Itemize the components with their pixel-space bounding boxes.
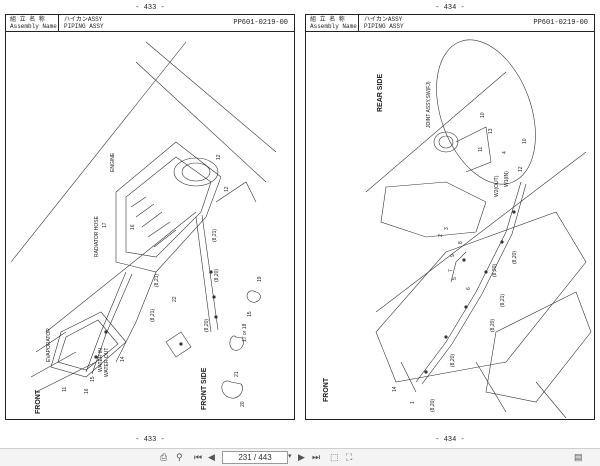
drawing-code: PP601-0219-00 [533, 19, 588, 27]
label-rear-side: REAR SIDE [377, 74, 384, 112]
callout-joint-assy: JOINT ASSY,SW(FJ) [426, 81, 432, 128]
zoom-icon[interactable]: ⚲ [176, 452, 183, 462]
page-number-bottom: - 433 - [135, 436, 165, 444]
part-number-callout: 7 [448, 269, 454, 272]
chevron-down-icon[interactable]: ▾ [288, 453, 292, 460]
part-number-callout: (8,20) [490, 319, 496, 332]
assembly-name-en: PIPING ASSY [364, 23, 404, 30]
document-viewer: - 433 - 組 立 名 称 Assembly Name ハイカンASSY P… [5, 4, 595, 444]
callout-radiator-hose: RADIATOR HOSE [94, 215, 100, 257]
callout-w1-in: W1(IN) [504, 171, 510, 187]
part-number-callout: 11 [62, 387, 68, 392]
part-number-callout: 6 [466, 287, 472, 290]
title-block: 組 立 名 称 Assembly Name ハイカンASSY PIPING AS… [6, 15, 294, 32]
label-front: FRONT [35, 389, 42, 414]
part-number-callout: (8,21) [150, 309, 156, 322]
part-number-callout: (8,20) [512, 251, 518, 264]
assembly-label-en: Assembly Name [310, 23, 357, 30]
part-number-callout: 22 [172, 296, 178, 302]
label-front-side: FRONT SIDE [201, 367, 208, 410]
part-number-callout: 21 [234, 371, 240, 377]
part-number-callout: (8,21) [212, 229, 218, 242]
piping-drawing-rear: REAR SIDE JOINT ASSY,SW(FJ) W1(IN) W2(OU… [323, 39, 592, 418]
part-number-callout: 1 [410, 401, 416, 404]
page-number-field[interactable]: 231 / 443 [222, 451, 288, 464]
part-number-callout: (8,21) [154, 274, 160, 287]
part-number-callout: (8,21) [500, 294, 506, 307]
part-number-callout: 17 or 18 [242, 323, 248, 342]
callout-engine: ENGINE [110, 152, 116, 172]
part-number-callout: 10 [480, 112, 486, 118]
page-434: - 434 - 組 立 名 称 Assembly Name ハイカンASSY P… [305, 4, 595, 444]
part-number-callout: 16 [84, 388, 90, 394]
part-number-callout: 20 [240, 401, 246, 407]
drawing-frame: 組 立 名 称 Assembly Name ハイカンASSY PIPING AS… [305, 14, 595, 420]
page-433: - 433 - 組 立 名 称 Assembly Name ハイカンASSY P… [5, 4, 295, 444]
assembly-label-en: Assembly Name [10, 23, 57, 30]
callout-evaporator: EVAPORATOR [46, 328, 52, 362]
part-number-callout: 12 [224, 186, 230, 192]
part-number-callout: 17 [102, 222, 108, 228]
part-number-callout: 15 [90, 376, 96, 382]
page-number-top: - 433 - [135, 4, 165, 12]
page-number-bottom: - 434 - [435, 436, 465, 444]
drawing-frame: 組 立 名 称 Assembly Name ハイカンASSY PIPING AS… [5, 14, 295, 420]
label-front: FRONT [323, 377, 330, 402]
print-icon[interactable]: ⎙ [160, 452, 168, 462]
assembly-label-jp: 組 立 名 称 [10, 16, 45, 23]
part-number-callout: 14 [120, 356, 126, 362]
part-number-callout: 3 [444, 227, 450, 230]
part-number-callout: 2 [438, 234, 444, 237]
part-number-callout: 10 [522, 138, 528, 144]
assembly-name-jp: ハイカンASSY [364, 16, 403, 23]
part-number-callout: 5 [452, 277, 458, 280]
viewer-toolbar: ⎙ ⚲ ⏮ ◀ 231 / 443 ▾ ▶ ⏭ ⬚ ⛶ ▤ [0, 448, 600, 466]
part-number-callout: 8 [458, 241, 464, 244]
fit-page-icon[interactable]: ⬚ [330, 452, 339, 462]
part-number-callout: 14 [392, 386, 398, 392]
callout-water-in: WATER IN [98, 348, 104, 372]
part-number-callout: (8,20) [214, 269, 220, 282]
assembly-name-en: PIPING ASSY [64, 23, 104, 30]
last-page-icon[interactable]: ⏭ [312, 452, 321, 462]
part-number-callout: 4 [502, 151, 508, 154]
assembly-label-jp: 組 立 名 称 [310, 16, 345, 23]
tools-icon[interactable]: ▤ [574, 452, 583, 462]
callout-water-out: WATER OUT [104, 348, 110, 377]
part-number-callout: 12 [518, 166, 524, 172]
part-number-callout: 16 [130, 224, 136, 230]
title-block: 組 立 名 称 Assembly Name ハイカンASSY PIPING AS… [306, 15, 594, 32]
part-number-callout: (8,20) [492, 264, 498, 277]
next-page-icon[interactable]: ▶ [298, 452, 305, 462]
first-page-icon[interactable]: ⏮ [194, 452, 203, 462]
part-number-callout: 12 [216, 154, 222, 160]
drawing-code: PP601-0219-00 [233, 19, 288, 27]
fullscreen-icon[interactable]: ⛶ [346, 452, 353, 462]
piping-drawing-front: ENGINE RADIATOR HOSE EVAPORATOR WATER IN… [10, 41, 277, 414]
page-number-top: - 434 - [435, 4, 465, 12]
part-number-callout: 15 [247, 311, 253, 317]
part-number-callout: 19 [257, 276, 263, 282]
part-number-callout: 9 [450, 254, 456, 257]
part-number-callout: 13 [488, 128, 494, 134]
prev-page-icon[interactable]: ◀ [208, 452, 215, 462]
callout-w2-out: W2(OUT) [494, 175, 500, 197]
part-number-callout: (8,20) [204, 319, 210, 332]
assembly-name-jp: ハイカンASSY [64, 16, 103, 23]
part-number-callout: (8,20) [430, 399, 436, 412]
part-number-callout: (8,20) [450, 354, 456, 367]
part-number-callout: 11 [478, 147, 484, 152]
